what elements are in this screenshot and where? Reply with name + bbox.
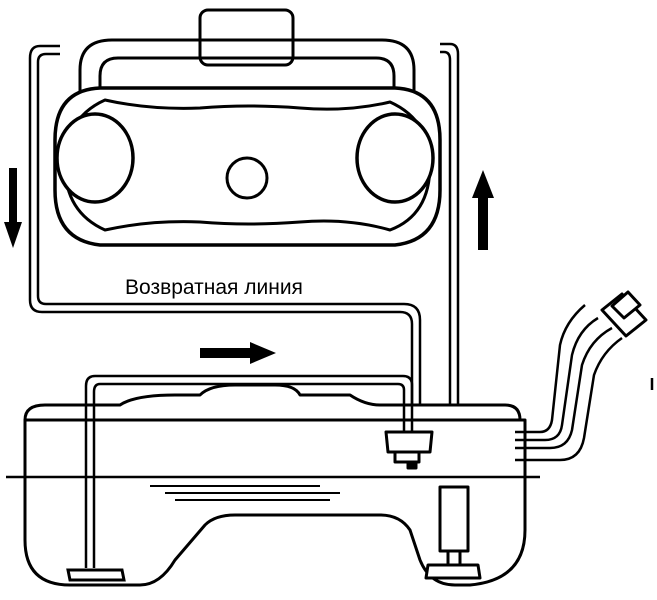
arrow-down-icon [4, 168, 22, 248]
return-line-pipe [28, 44, 422, 432]
left-pickup-foot [66, 568, 126, 582]
arrow-up-icon [472, 170, 494, 250]
right-pulley [355, 112, 435, 204]
filler-neck [515, 304, 623, 462]
upper-loop-pipe [78, 38, 416, 105]
fuel-pump [424, 485, 482, 580]
return-fitting [384, 430, 434, 470]
center-hub [225, 156, 269, 200]
tank-top [23, 383, 522, 421]
suction-tube-left [84, 374, 414, 568]
left-pulley [55, 112, 135, 204]
fuel-level-lines [150, 485, 340, 501]
return-line-label: Возвратная линия [125, 276, 303, 299]
filler-cap [600, 290, 648, 338]
arrow-right-icon [200, 342, 276, 364]
supply-line-pipe [440, 42, 460, 488]
top-cap [198, 8, 295, 67]
engine-assembly [53, 8, 442, 247]
